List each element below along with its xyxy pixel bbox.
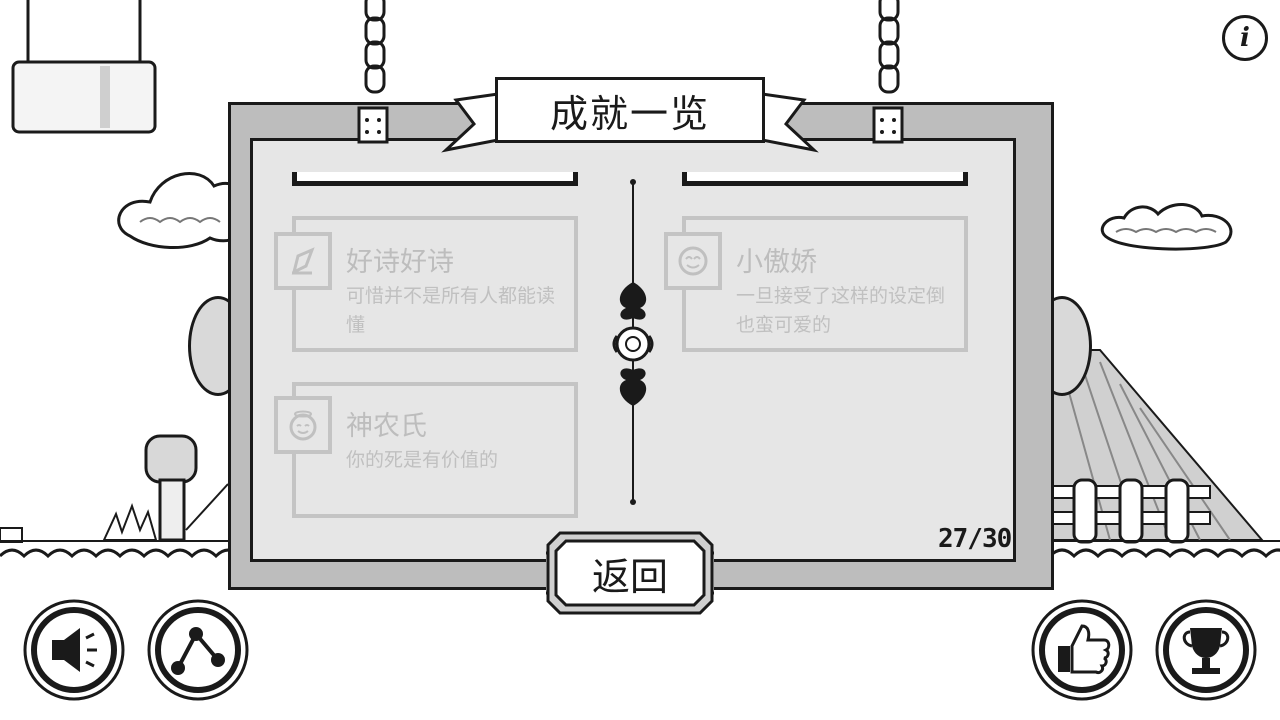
trophy-icon [1182, 628, 1230, 674]
achievement-name: 好诗好诗 [346, 247, 454, 278]
back-button[interactable]: 返回 [591, 554, 668, 599]
thumbs-up-icon [1058, 624, 1111, 674]
achievement-name: 神农氏 [346, 411, 427, 442]
achievement-desc: 你的死是有价值的 [346, 449, 499, 471]
sound-icon [52, 628, 97, 672]
info-button[interactable]: i [1222, 15, 1268, 61]
halo-face-icon [274, 396, 332, 454]
sound-button[interactable] [22, 598, 126, 702]
like-button[interactable] [1030, 598, 1134, 702]
title-banner: 成就一览 [495, 77, 765, 143]
quill-icon [274, 232, 332, 290]
pillar-decoration [11, 0, 157, 134]
divider-ornament [612, 179, 654, 505]
achievement-name: 小傲娇 [736, 247, 817, 278]
smile-face-icon [664, 232, 722, 290]
share-icon [171, 627, 225, 675]
share-button[interactable] [146, 598, 250, 702]
achievement-desc: 可惜并不是所有人都能读懂 [346, 285, 556, 336]
back-button-frame [546, 531, 714, 615]
achievement-desc: 一旦接受了这样的设定倒也蛮可爱的 [736, 285, 946, 336]
achievement-counter: 27/30 [938, 524, 1012, 554]
fence [1049, 478, 1211, 544]
cloud-right [1100, 203, 1233, 251]
achievements-button[interactable] [1154, 598, 1258, 702]
list-item-clipped [682, 172, 968, 186]
list-item-clipped [292, 172, 578, 186]
page-title: 成就一览 [549, 91, 710, 136]
